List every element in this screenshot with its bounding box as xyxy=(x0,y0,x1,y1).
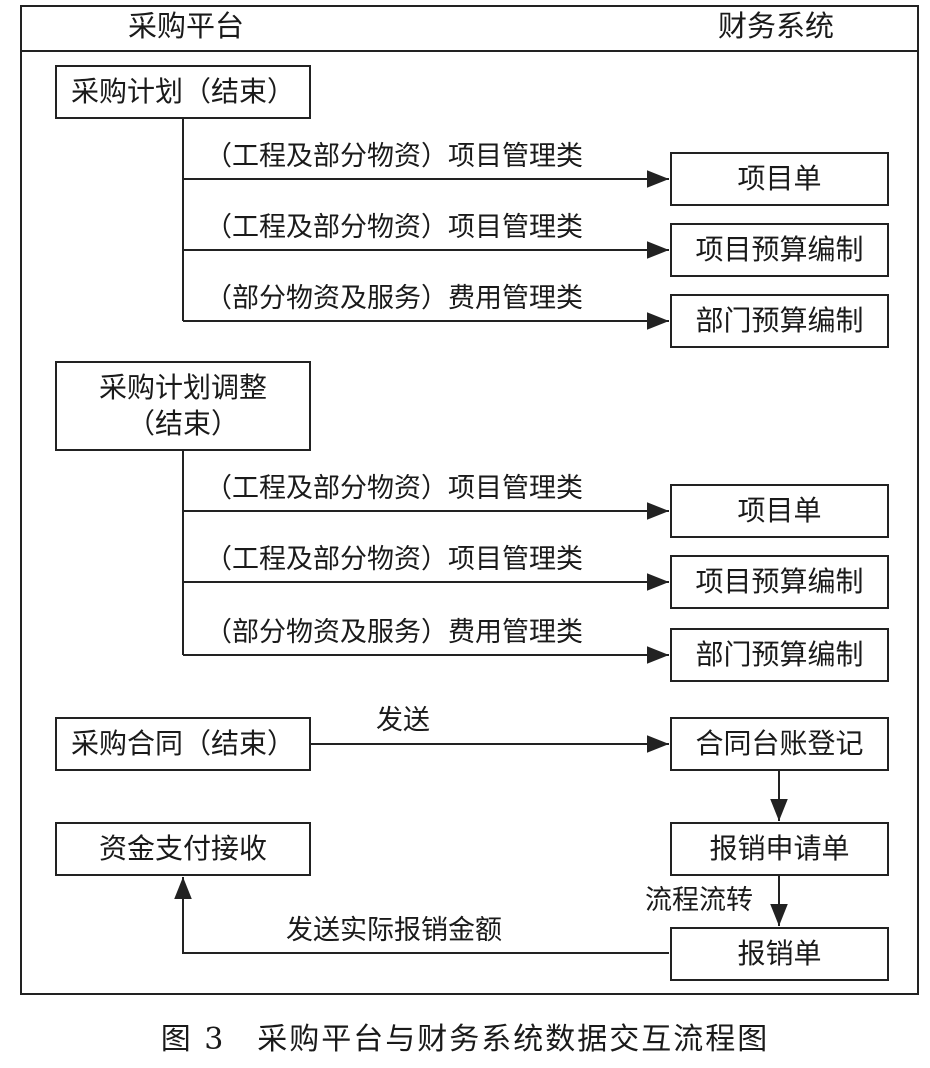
target-box-project-budget: 项目预算编制 xyxy=(670,223,889,277)
return-arrow xyxy=(174,877,669,954)
claim-box-label: 报销单 xyxy=(737,937,822,970)
target-box-department-budget: 部门预算编制 xyxy=(670,294,889,348)
target-box-project-order: 项目单 xyxy=(670,484,889,538)
figure-caption: 图 3 采购平台与财务系统数据交互流程图 xyxy=(160,1022,770,1057)
source-box-line1: 采购合同（结束） xyxy=(70,727,295,760)
target-box-label: 部门预算编制 xyxy=(695,304,864,337)
target-box-label: 项目单 xyxy=(737,494,822,527)
target-box-label: 部门预算编制 xyxy=(695,638,864,671)
target-box-label: 项目单 xyxy=(737,162,822,195)
source-box-procurement-plan-adjustment: 采购计划调整 （结束） xyxy=(55,361,311,451)
send-label: 发送 xyxy=(376,705,430,736)
ledger-box-label: 合同台账登记 xyxy=(695,727,864,760)
target-box-label: 项目预算编制 xyxy=(695,233,864,266)
flow-transfer-label: 流程流转 xyxy=(645,885,753,916)
flow-label: （工程及部分物资）项目管理类 xyxy=(205,473,583,504)
header-procurement-platform: 采购平台 xyxy=(128,9,245,43)
claim-box: 报销单 xyxy=(670,927,889,981)
target-box-label: 项目预算编制 xyxy=(695,565,864,598)
diagram-frame xyxy=(20,5,919,995)
flow-label: （工程及部分物资）项目管理类 xyxy=(205,212,583,243)
source-box-line1: 采购计划调整 xyxy=(98,371,267,404)
source-box-procurement-contract: 采购合同（结束） xyxy=(55,717,311,771)
source-box-line2: （结束） xyxy=(126,407,239,440)
target-box-project-order: 项目单 xyxy=(670,152,889,206)
target-box-project-budget: 项目预算编制 xyxy=(670,555,889,609)
flow-label: （部分物资及服务）费用管理类 xyxy=(205,283,583,314)
source-box-procurement-plan: 采购计划（结束） xyxy=(55,65,311,119)
header-finance-system: 财务系统 xyxy=(718,9,835,43)
target-box-department-budget: 部门预算编制 xyxy=(670,628,889,682)
flow-label: （部分物资及服务）费用管理类 xyxy=(205,617,583,648)
payment-receipt-box-label: 资金支付接收 xyxy=(98,832,267,865)
flow-label: （工程及部分物资）项目管理类 xyxy=(205,544,583,575)
flow-label: （工程及部分物资）项目管理类 xyxy=(205,141,583,172)
payment-receipt-box: 资金支付接收 xyxy=(55,822,311,876)
claim-form-box: 报销申请单 xyxy=(670,822,889,876)
return-label: 发送实际报销金额 xyxy=(286,915,502,946)
ledger-box: 合同台账登记 xyxy=(670,717,889,771)
claim-form-box-label: 报销申请单 xyxy=(709,832,850,865)
header-divider xyxy=(20,50,919,52)
source-box-line1: 采购计划（结束） xyxy=(70,75,295,108)
